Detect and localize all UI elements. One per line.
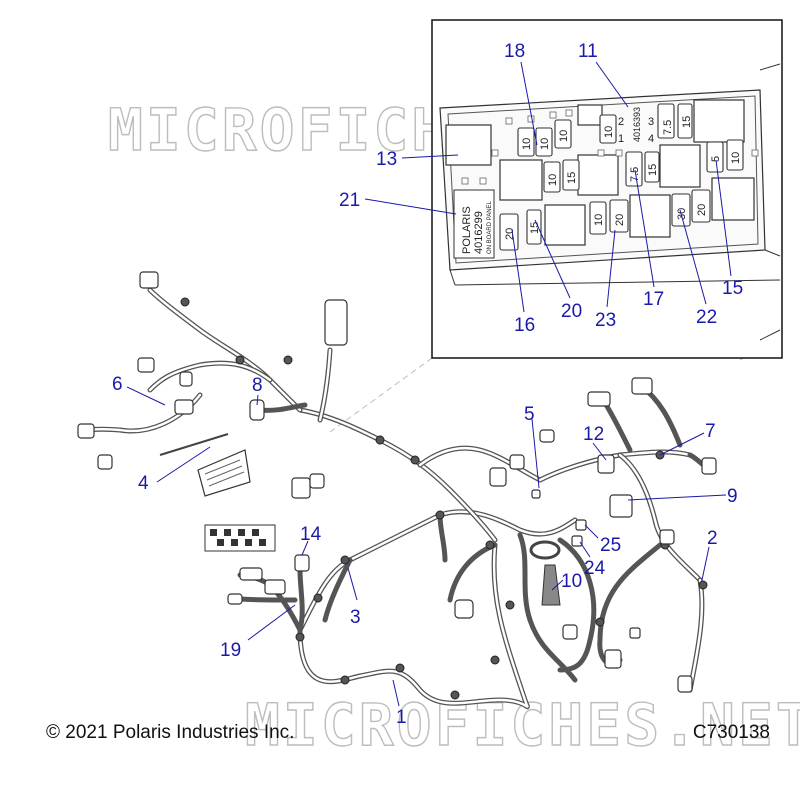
callout-5: 5: [524, 404, 535, 425]
callout-18: 18: [504, 41, 525, 62]
callout-2: 2: [707, 528, 718, 549]
callout-21: 21: [339, 190, 360, 211]
fuse-rating-13: 20: [504, 228, 516, 240]
leader-lines: [126, 61, 732, 707]
fuse-rating-15: 10: [593, 214, 605, 226]
fuse-rating-14: 15: [529, 222, 541, 234]
fuse-rating-4: 10: [521, 138, 533, 150]
callout-17: 17: [643, 289, 664, 310]
callout-14: 14: [300, 524, 322, 545]
harness-connectors: [77, 271, 717, 693]
fuse-rating-8: 15: [566, 172, 578, 184]
callout-19: 19: [220, 640, 241, 661]
diagram-code: C730138: [692, 722, 770, 743]
slot-num-1: 1: [618, 133, 624, 145]
callout-4: 4: [138, 473, 149, 494]
callout-9: 9: [727, 486, 738, 507]
callout-3: 3: [350, 607, 361, 628]
fuse-rating-6: 10: [558, 130, 570, 142]
fuse-rating-16: 20: [614, 214, 626, 226]
callout-15: 15: [722, 278, 743, 299]
callout-24: 24: [584, 558, 606, 579]
fuse-box-label-sub: ON BOARD PANEL: [487, 200, 493, 254]
fuse-panel-small: [204, 524, 276, 552]
copyright-text: © 2021 Polaris Industries Inc.: [46, 722, 295, 743]
callout-8: 8: [252, 375, 263, 396]
callout-20: 20: [561, 301, 582, 322]
fuse-rating-11: 5: [710, 156, 722, 162]
callout-12: 12: [583, 424, 604, 445]
callout-25: 25: [600, 535, 621, 556]
fuse-rating-9: 7.5: [629, 167, 641, 182]
callout-numbers: 18 11 13 21 16 20 23 17 22 15 6 8 4 5 12…: [112, 41, 743, 728]
fuse-rating-10: 15: [647, 164, 659, 176]
callout-22: 22: [696, 307, 717, 328]
callout-7: 7: [705, 421, 716, 442]
callout-6: 6: [112, 374, 123, 395]
callout-11: 11: [578, 41, 598, 62]
fuse-rating-5: 10: [539, 138, 551, 150]
callout-1: 1: [396, 707, 407, 728]
callout-10: 10: [561, 571, 582, 592]
fuse-rating-12: 10: [730, 152, 742, 164]
fuse-rating-18: 20: [696, 204, 708, 216]
fuse-box-inset: POLARIS 4016299 ON BOARD PANEL 4016393 2…: [431, 19, 783, 359]
fuse-block-cover: [159, 433, 251, 497]
slot-num-3: 3: [648, 116, 654, 128]
callout-13: 13: [376, 149, 397, 170]
slot-num-4: 4: [648, 133, 654, 145]
fuse-rating-1: 7.5: [662, 120, 674, 135]
fuse-box-label-polaris: POLARIS: [461, 206, 473, 254]
fuse-rating-17: 30: [676, 208, 688, 220]
fuse-rating-7: 10: [547, 174, 559, 186]
fuse-box-top-code: 4016393: [632, 107, 642, 142]
callout-16: 16: [514, 315, 535, 336]
slot-num-2: 2: [618, 116, 624, 128]
fuse-box-label-part-number: 4016299: [473, 211, 485, 254]
main-harness: [77, 287, 713, 710]
fuse-rating-2: 15: [681, 116, 693, 128]
callout-23: 23: [595, 310, 616, 331]
fuse-rating-3: 10: [603, 126, 615, 138]
